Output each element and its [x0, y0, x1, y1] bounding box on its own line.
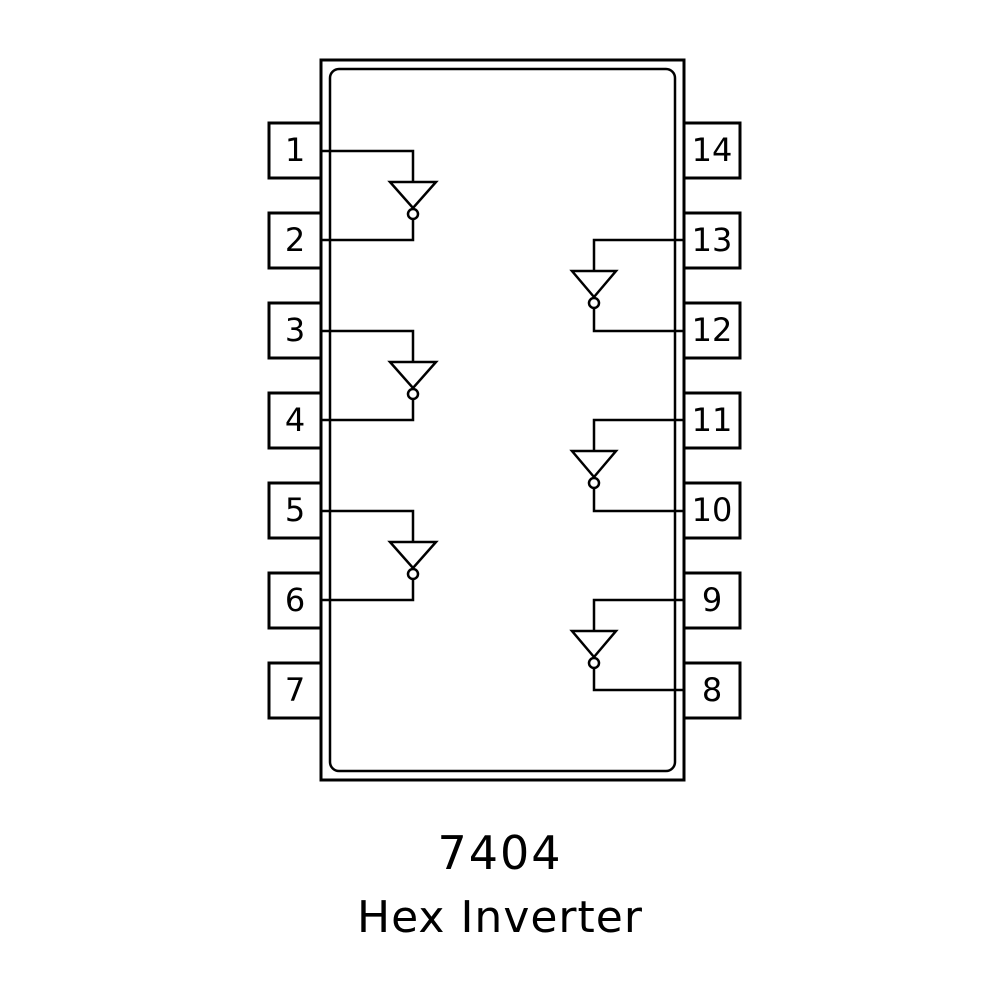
pin-7: 7	[267, 661, 323, 720]
pin-box	[267, 661, 323, 720]
pin-box	[682, 571, 742, 630]
pin-box	[682, 121, 742, 180]
inverter-gate-1-2	[321, 149, 439, 242]
pin-label: 6	[285, 581, 305, 619]
pin-label: 2	[285, 221, 305, 259]
input-wire	[321, 329, 415, 362]
inverter-triangle-icon	[569, 449, 619, 479]
pin-box	[267, 571, 323, 630]
pin-label: 5	[285, 491, 305, 529]
pin-box	[682, 391, 742, 450]
pin-label: 7	[285, 671, 305, 709]
output-wire	[321, 219, 415, 242]
pin-3: 3	[267, 301, 323, 360]
pin-label: 1	[285, 131, 305, 169]
input-wire	[592, 598, 684, 631]
pin-4: 4	[267, 391, 323, 450]
pin-8: 8	[682, 661, 742, 720]
pin-label: 9	[702, 581, 722, 619]
pin-14: 14	[682, 121, 742, 180]
inverter-bubble-icon	[406, 387, 420, 401]
inverter-gate-11-10	[569, 418, 684, 513]
right-pin-column: 14 13 12 11 10 9 8	[682, 121, 742, 720]
pin-box	[682, 211, 742, 270]
input-wire	[592, 238, 684, 271]
pin-label: 12	[692, 311, 733, 349]
pin-label: 4	[285, 401, 305, 439]
inverter-gate-9-8	[569, 598, 684, 692]
pin-6: 6	[267, 571, 323, 630]
pin-5: 5	[267, 481, 323, 540]
output-wire	[592, 308, 684, 333]
pin-label: 13	[692, 221, 733, 259]
left-pin-column: 1 2 3 4 5 6 7	[267, 121, 323, 720]
input-wire	[321, 509, 415, 542]
output-wire	[592, 668, 684, 692]
inverter-triangle-icon	[387, 540, 439, 570]
input-wire	[592, 418, 684, 451]
pin-label: 10	[692, 491, 733, 529]
inverter-gate-13-12	[569, 238, 684, 333]
part-description: Hex Inverter	[357, 892, 643, 943]
inverter-triangle-icon	[569, 269, 619, 299]
inverter-bubble-icon	[587, 656, 601, 670]
inverter-triangle-icon	[387, 180, 439, 210]
inverter-gate-5-6	[321, 509, 439, 602]
pin-label: 8	[702, 671, 722, 709]
pin-label: 14	[692, 131, 733, 169]
pin-9: 9	[682, 571, 742, 630]
output-wire	[321, 399, 415, 422]
inverter-bubble-icon	[587, 476, 601, 490]
inverter-gate-3-4	[321, 329, 439, 422]
inverter-triangle-icon	[569, 629, 619, 659]
pin-2: 2	[267, 211, 323, 270]
pin-10: 10	[682, 481, 742, 540]
inverter-bubble-icon	[587, 296, 601, 310]
part-number: 7404	[437, 826, 563, 880]
inverter-bubble-icon	[406, 567, 420, 581]
pin-11: 11	[682, 391, 742, 450]
inverter-triangle-icon	[387, 360, 439, 390]
pin-13: 13	[682, 211, 742, 270]
pin-box	[267, 211, 323, 270]
output-wire	[321, 579, 415, 602]
pin-1: 1	[267, 121, 323, 180]
output-wire	[592, 488, 684, 513]
pin-12: 12	[682, 301, 742, 360]
pin-label: 3	[285, 311, 305, 349]
pin-box	[682, 301, 742, 360]
inverter-bubble-icon	[406, 207, 420, 221]
input-wire	[321, 149, 415, 182]
pin-label: 11	[692, 401, 733, 439]
